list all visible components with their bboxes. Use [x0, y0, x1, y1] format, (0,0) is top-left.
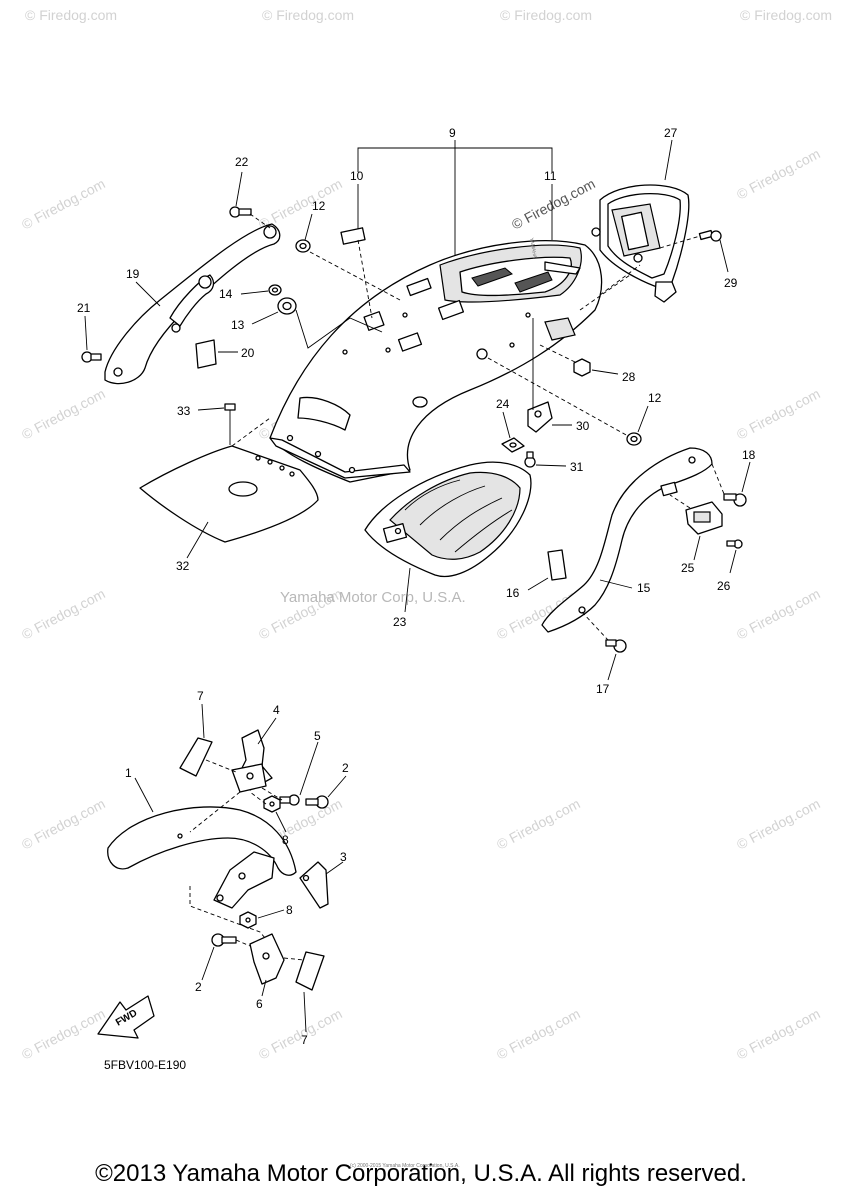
watermark: © Firedog.com	[509, 175, 598, 232]
center-watermark: Yamaha Motor Corp, U.S.A.	[280, 589, 466, 606]
callout-32: 32	[176, 559, 190, 573]
grab-bar-left	[104, 223, 281, 385]
screw-26	[726, 539, 743, 549]
fender-stay-4	[231, 729, 273, 793]
callout-10: 10	[350, 169, 364, 183]
callout-29: 29	[724, 276, 738, 290]
damper-12-top	[295, 239, 311, 253]
callout-31: 31	[570, 460, 584, 474]
watermark: © Firedog.com	[494, 795, 583, 852]
callout-33: 33	[177, 404, 191, 418]
callout-6: 6	[256, 997, 263, 1011]
callout-24: 24	[496, 397, 510, 411]
mud-flap	[139, 445, 319, 543]
bolt-22	[229, 206, 252, 218]
callout-14: 14	[219, 287, 233, 301]
damper-12-right	[626, 432, 642, 446]
callout-12: 12	[648, 391, 662, 405]
grommet-13	[277, 297, 297, 315]
screw-31	[524, 451, 536, 468]
callout-8: 8	[282, 833, 289, 847]
watermark: © Firedog.com	[19, 175, 108, 232]
pad-20	[195, 339, 217, 369]
callout-1: 1	[125, 766, 132, 780]
pad-7-top	[179, 737, 213, 777]
pad-16	[547, 549, 567, 581]
bolt-2-bottom	[211, 933, 237, 947]
front-fender	[107, 806, 297, 876]
inner-fender	[364, 461, 532, 578]
bolt-5	[279, 794, 300, 806]
callout-22: 22	[235, 155, 249, 169]
fender-inner-bracket	[213, 851, 275, 909]
watermark: © Firedog.com	[19, 1005, 108, 1062]
diagram-code: 5FBV100-E190	[104, 1058, 186, 1072]
watermark: © Firedog.com	[734, 145, 823, 202]
watermark: © Firedog.com	[734, 585, 823, 642]
nut-8-bottom	[239, 911, 257, 929]
fender-stay-6	[249, 933, 285, 985]
bolt-29	[698, 229, 722, 242]
callout-27: 27	[664, 126, 678, 140]
callout-19: 19	[126, 267, 140, 281]
nut-28	[573, 358, 591, 377]
bolt-17	[605, 639, 627, 653]
callout-16: 16	[506, 586, 520, 600]
callout-11: 11	[544, 169, 557, 183]
collar-24	[501, 437, 525, 453]
watermark: © Firedog.com	[262, 7, 354, 23]
callout-15: 15	[637, 581, 651, 595]
rear-fender	[269, 240, 603, 483]
callout-numbers: 9 10 11 27 22 12 29 19 14 13 21 20 28 33…	[77, 126, 756, 1047]
watermark: © Firedog.com	[740, 7, 832, 23]
watermark: © Firedog.com	[734, 795, 823, 852]
bolt-18	[723, 493, 747, 507]
callout-7: 7	[301, 1033, 308, 1047]
pad-3	[299, 861, 329, 909]
bolt-21	[81, 351, 102, 363]
callout-17: 17	[596, 682, 610, 696]
washer-14	[268, 284, 282, 296]
copyright-footer: ©2013 Yamaha Motor Corporation, U.S.A. A…	[95, 1160, 747, 1187]
callout-5: 5	[314, 729, 321, 743]
callout-3: 3	[340, 850, 347, 864]
callout-21: 21	[77, 301, 91, 315]
grab-bar-right	[541, 447, 713, 633]
callout-2: 2	[195, 980, 202, 994]
bolt-2-top	[305, 795, 329, 809]
callout-20: 20	[241, 346, 255, 360]
callout-7: 7	[197, 689, 204, 703]
fwd-arrow-icon: FWD	[97, 995, 155, 1039]
watermark: © Firedog.com	[734, 1005, 823, 1062]
callout-28: 28	[622, 370, 636, 384]
rivet-33	[224, 403, 236, 445]
pad-7-bottom	[295, 951, 325, 991]
emblem-10	[340, 227, 366, 245]
watermark: © Firedog.com	[25, 7, 117, 23]
watermark: © Firedog.com	[734, 385, 823, 442]
tail-light	[591, 184, 690, 303]
small-copyright: (c) 2000-2015 Yamaha Motor Corporation, …	[350, 1163, 460, 1169]
callout-26: 26	[717, 579, 731, 593]
callout-8: 8	[286, 903, 293, 917]
watermark: © Firedog.com	[19, 385, 108, 442]
watermark: © Firedog.com	[500, 7, 592, 23]
watermark: © Firedog.com	[19, 795, 108, 852]
reflector-25	[685, 501, 723, 535]
callout-25: 25	[681, 561, 695, 575]
svg-text:YAMAHA: YAMAHA	[528, 237, 538, 259]
callout-12: 12	[312, 199, 326, 213]
watermark: © Firedog.com	[19, 585, 108, 642]
callout-2: 2	[342, 761, 349, 775]
callout-13: 13	[231, 318, 245, 332]
callout-23: 23	[393, 615, 407, 629]
callout-9: 9	[449, 126, 456, 140]
callout-30: 30	[576, 419, 590, 433]
callout-18: 18	[742, 448, 756, 462]
bracket-30	[527, 401, 553, 433]
callout-4: 4	[273, 703, 280, 717]
nut-8-top	[263, 795, 281, 813]
watermark: © Firedog.com	[494, 1005, 583, 1062]
